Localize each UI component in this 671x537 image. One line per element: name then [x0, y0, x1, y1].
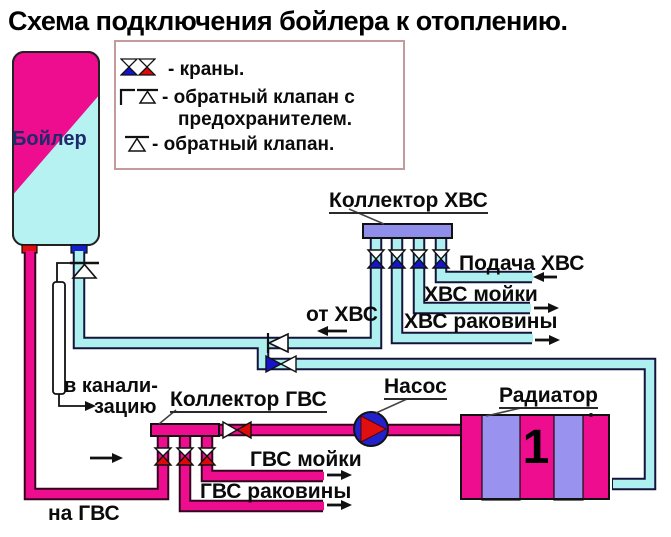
tap-valve-icon — [387, 249, 407, 269]
to-hot-label: на ГВС — [48, 502, 120, 525]
hot-collector-bar — [150, 423, 220, 437]
tap-valve-icon — [409, 249, 429, 269]
pipe-cold-basins — [392, 236, 533, 343]
cold-basins-label: ХВС раковины — [404, 310, 558, 333]
arrow-right-icon — [327, 500, 352, 510]
arrow-right-icon — [90, 453, 123, 463]
tap-valve-icon — [197, 447, 217, 466]
cold-collector-bar — [362, 223, 453, 239]
check-valve-with-safety-icon — [56, 261, 99, 282]
hot-collector-valves — [153, 447, 217, 466]
radiator-label: Радиатор — [499, 384, 598, 409]
legend-label-safety-valve-2: предохранителем. — [178, 109, 353, 130]
hot-sinks-label: ГВС мойки — [250, 448, 362, 471]
arrow-right-icon — [535, 335, 560, 345]
cold-supply-label: Подача ХВС — [459, 252, 585, 275]
cold-sinks-label: ХВС мойки — [424, 283, 538, 306]
tap-valve-icon — [153, 447, 173, 466]
legend-label-check-valve: - обратный клапан. — [152, 134, 335, 155]
hot-collector-label: Коллектор ГВС — [170, 388, 327, 413]
boiler-shape — [12, 51, 100, 254]
boiler-label: Бойлер — [12, 128, 87, 150]
hot-basins-label: ГВС раковины — [200, 480, 352, 503]
legend-box: - краны. - обратный клапан с предохранит… — [114, 40, 405, 170]
check-valve-with-safety-icon — [119, 88, 158, 105]
arrow-right-icon — [534, 303, 559, 313]
tap-valve-icon — [366, 249, 386, 269]
from-cold-label: от ХВС — [306, 303, 378, 326]
pipe-boiler-to-cold-collector — [74, 237, 381, 348]
radiator-number: 1 — [522, 421, 550, 474]
tap-valve-icon — [222, 420, 252, 440]
arrow-right-icon — [327, 470, 352, 480]
radiator-shape — [460, 414, 610, 501]
flow-arrows — [90, 272, 560, 510]
pipe-cold-to-radiator — [258, 341, 655, 489]
check-valve-icon — [266, 332, 289, 354]
to-sewer-label-2: зацию — [94, 396, 157, 418]
legend-label-taps: - краны. — [168, 59, 245, 80]
tap-valve-icon — [431, 249, 451, 269]
cold-collector-valves — [366, 249, 451, 269]
radiator-pointer-dot — [589, 413, 593, 417]
to-sewer-label-1: в канали- — [64, 375, 158, 397]
tap-valve-icon — [175, 447, 195, 466]
arrow-left-icon — [317, 326, 347, 336]
tap-valve-icon — [265, 354, 297, 374]
arrow-left-icon — [533, 272, 557, 282]
check-valve-icon — [125, 135, 149, 152]
pump-label: Насос — [384, 375, 447, 400]
drain-pipe — [52, 281, 96, 411]
pump-icon — [353, 411, 389, 447]
sewer-arrow-icon — [85, 401, 96, 411]
legend-label-safety-valve: - обратный клапан с — [162, 87, 355, 108]
cold-collector-label: Коллектор ХВС — [329, 189, 488, 214]
page-title: Схема подключения бойлера к отоплению. — [8, 6, 568, 36]
tap-valves-icon — [120, 58, 156, 76]
